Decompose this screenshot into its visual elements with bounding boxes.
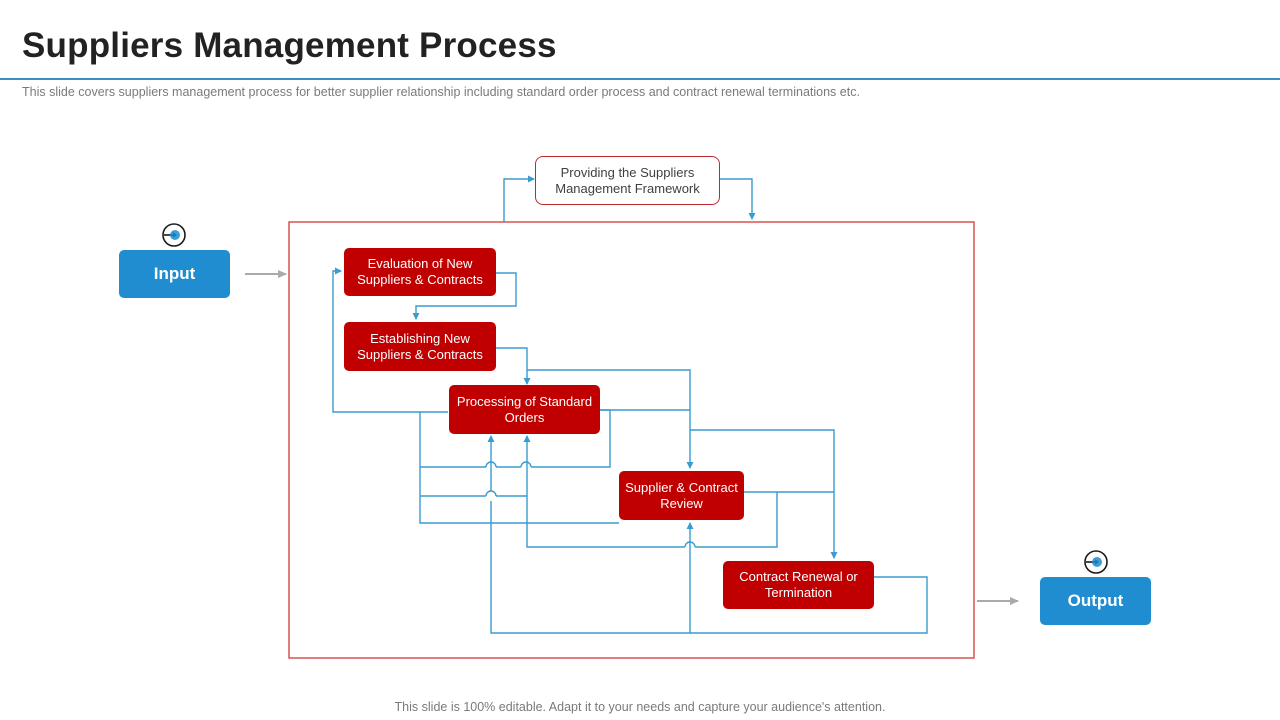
step-evaluation: Evaluation of New Suppliers & Contracts [344, 248, 496, 296]
login-arrow-icon [1084, 550, 1108, 574]
step-renewal: Contract Renewal or Termination [723, 561, 874, 609]
hop-arc [485, 461, 497, 468]
hop-arc [485, 490, 497, 497]
input-badge [157, 220, 191, 250]
login-arrow-icon [162, 223, 186, 247]
process-frame [288, 221, 975, 659]
connector-renewal-process [491, 436, 928, 634]
input-pill: Input [119, 250, 230, 298]
connector-establish-process [496, 347, 531, 385]
output-badge [1079, 547, 1113, 577]
connector-to-framework [503, 175, 535, 222]
step-processing: Processing of Standard Orders [449, 385, 600, 434]
hop-arc [520, 461, 532, 468]
connector-establish-review [527, 369, 694, 469]
connector-eval-establish [412, 272, 517, 320]
page-title: Suppliers Management Process [22, 26, 557, 65]
connector-from-framework [719, 178, 756, 220]
framework-box: Providing the Suppliers Management Frame… [535, 156, 720, 205]
connector-feedback-process [420, 409, 611, 468]
footer-note: This slide is 100% editable. Adapt it to… [394, 700, 886, 714]
title-divider [0, 78, 1280, 80]
page-subtitle: This slide covers suppliers management p… [22, 85, 860, 99]
connector-left-trunk [419, 412, 619, 524]
connector-review-process [527, 436, 778, 548]
step-establishing: Establishing New Suppliers & Contracts [344, 322, 496, 371]
connector-to-renewal [690, 429, 838, 559]
connector-feedback-eval [332, 267, 448, 413]
step-review: Supplier & Contract Review [619, 471, 744, 520]
output-pill: Output [1040, 577, 1151, 625]
hop-arc [684, 541, 696, 548]
